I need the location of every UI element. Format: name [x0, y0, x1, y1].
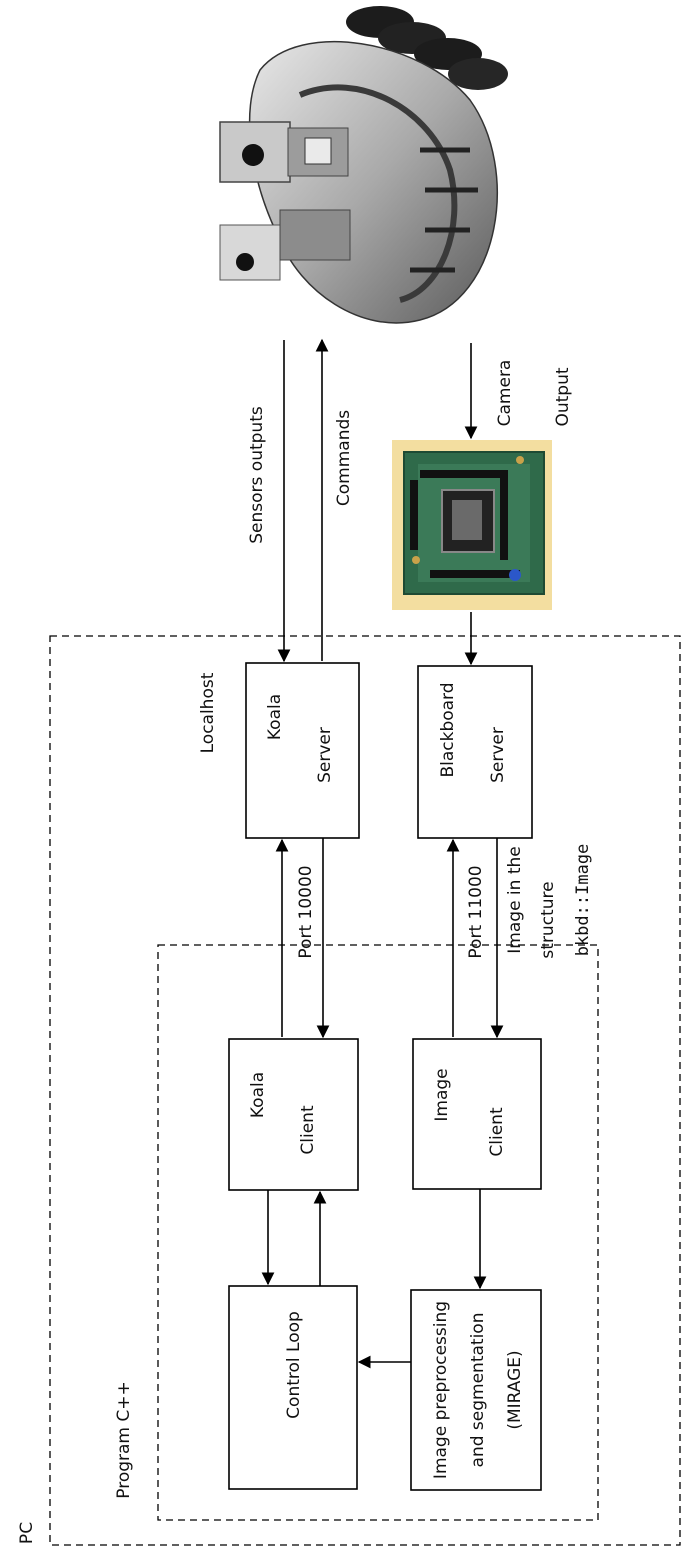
- koala-client-line1: Koala: [248, 1072, 268, 1118]
- image-structure-line2: structure: [538, 881, 558, 958]
- koala-server-line2: Server: [315, 727, 335, 783]
- port-11000-label: Port 11000: [466, 865, 486, 958]
- koala-client-line2: Client: [298, 1105, 318, 1155]
- image-client-line2: Client: [487, 1107, 507, 1157]
- control-loop-label: Control Loop: [284, 1311, 304, 1419]
- pc-region: [50, 636, 680, 1545]
- localhost-label: Localhost: [198, 672, 218, 753]
- program-label: Program C++: [114, 1381, 134, 1499]
- image-processing-line1: Image preprocessing: [431, 1301, 451, 1479]
- image-structure-line1: Image in the: [505, 846, 525, 953]
- commands-label: Commands: [334, 410, 354, 506]
- image-processing-line2: and segmentation: [468, 1313, 488, 1468]
- sensors-outputs-label: Sensors outputs: [247, 406, 267, 544]
- blackboard-server-box: [418, 666, 532, 838]
- blackboard-server-line1: Blackboard: [438, 682, 458, 777]
- port-10000-label: Port 10000: [296, 865, 316, 958]
- image-structure-type: bkbd::Image: [573, 844, 593, 957]
- image-client-line1: Image: [432, 1068, 452, 1121]
- koala-server-line1: Koala: [265, 694, 285, 740]
- camera-label: Camera: [495, 360, 515, 427]
- image-processing-line3: (MIRAGE): [505, 1350, 525, 1429]
- koala-server-box: [246, 663, 359, 838]
- blackboard-server-line2: Server: [488, 727, 508, 783]
- output-label: Output: [553, 367, 573, 426]
- robot-image: [220, 6, 508, 323]
- camera-board-image: [392, 440, 552, 610]
- pc-label: PC: [17, 1522, 37, 1544]
